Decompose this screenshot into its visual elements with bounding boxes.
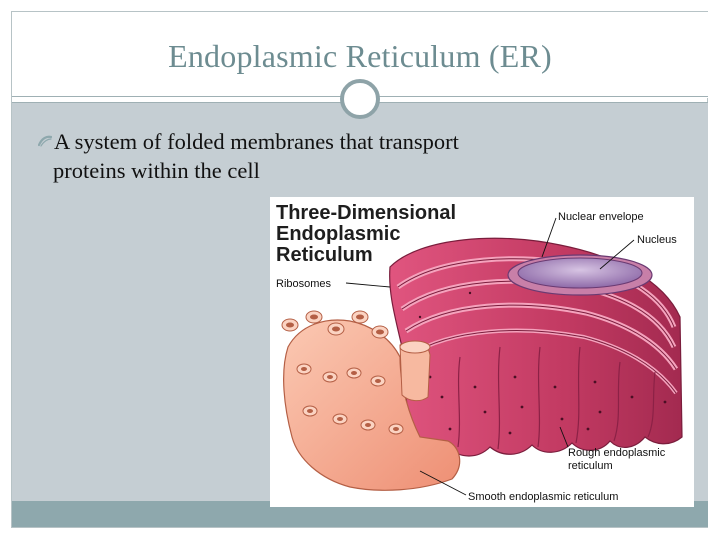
- nucleus-shape: [507, 254, 653, 296]
- label-rough-er-line-1: Rough endoplasmic: [568, 447, 666, 459]
- label-ribosomes: Ribosomes: [276, 278, 332, 290]
- er-illustration: Three-Dimensional Endoplasmic Reticulum …: [270, 197, 694, 507]
- label-nuclear-envelope: Nuclear envelope: [558, 211, 644, 223]
- label-nucleus: Nucleus: [637, 234, 677, 246]
- bullet-text: A system of folded membranes that transp…: [53, 127, 678, 185]
- smooth-er-mass: [281, 310, 461, 491]
- label-leader-lines: [345, 217, 635, 496]
- bullet-line-2: proteins within the cell: [53, 158, 260, 183]
- figure-title-line-1: Three-Dimensional: [276, 202, 456, 224]
- bullet-line-1: A system of folded membranes that transp…: [54, 129, 459, 154]
- ring-ornament-center: [348, 87, 372, 111]
- ring-ornament-icon: [340, 79, 380, 119]
- er-diagram-svg: Three-Dimensional Endoplasmic Reticulum …: [276, 202, 683, 503]
- figure-title-line-3: Reticulum: [276, 244, 373, 266]
- curved-bullet-icon: [38, 135, 52, 147]
- bullet-item: A system of folded membranes that transp…: [38, 127, 678, 185]
- label-rough-er-line-2: reticulum: [568, 460, 613, 472]
- slide-title: Endoplasmic Reticulum (ER): [168, 38, 552, 74]
- label-smooth-er: Smooth endoplasmic reticulum: [468, 491, 618, 503]
- figure-title-line-2: Endoplasmic: [276, 223, 400, 245]
